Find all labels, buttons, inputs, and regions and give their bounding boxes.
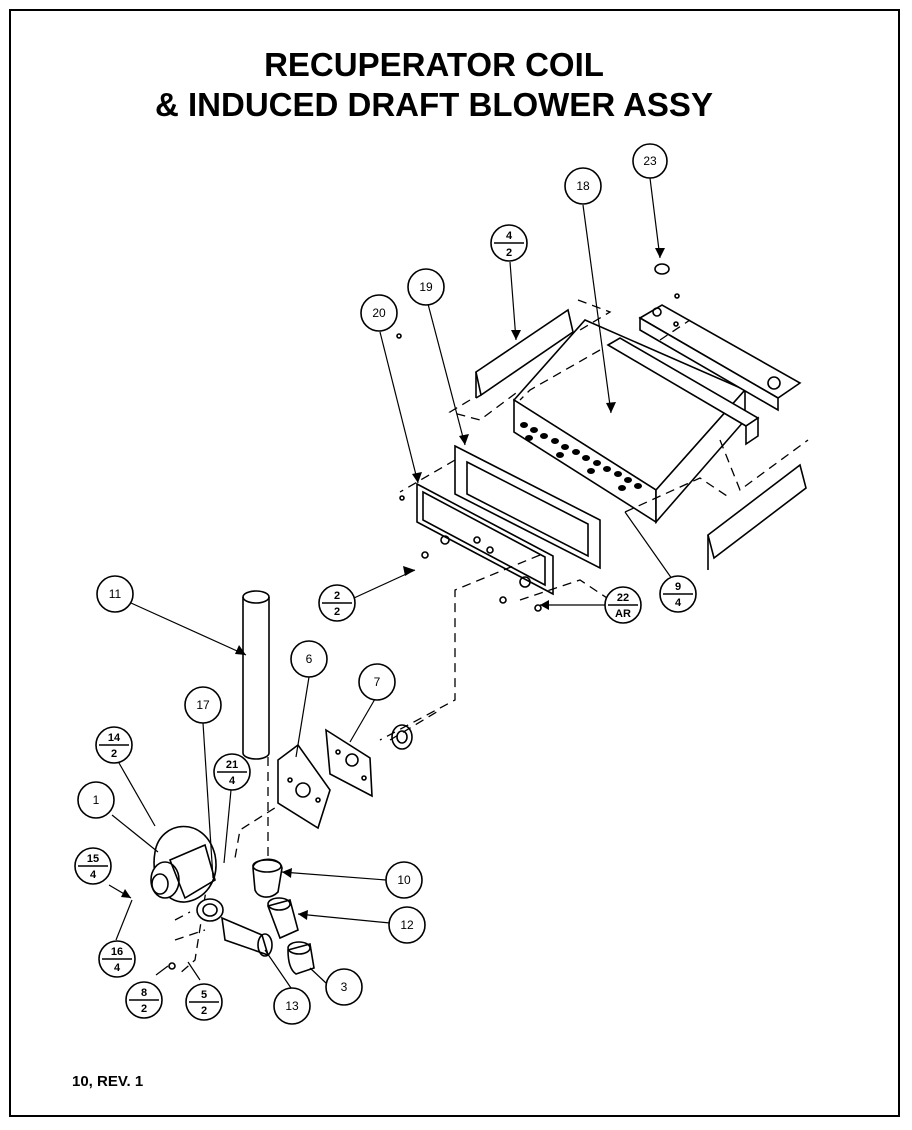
callout-3: 3 [325,968,363,1006]
svg-text:4: 4 [506,230,513,242]
svg-text:4: 4 [675,597,682,609]
bracket-right [707,463,807,570]
svg-text:1: 1 [93,793,100,807]
title-line-2: & INDUCED DRAFT BLOWER ASSY [155,86,713,123]
vent-pipe-11 [242,590,270,760]
callout-10: 10 [385,861,423,899]
svg-text:AR: AR [615,608,631,620]
elbow-3 [287,941,315,975]
callout-20: 20 [360,294,398,332]
svg-text:2: 2 [111,748,117,760]
svg-text:13: 13 [285,999,299,1013]
svg-text:2: 2 [506,247,512,259]
callout-9-4: 94 [659,575,697,613]
tube-12 [266,897,299,940]
callout-14-2: 142 [95,726,133,764]
gasket-6 [277,743,331,830]
svg-text:8: 8 [141,987,147,999]
callout-16-4: 164 [98,940,136,978]
svg-text:10: 10 [397,873,411,887]
svg-text:11: 11 [109,587,122,601]
hose-13 [221,916,273,957]
callout-5-2: 52 [185,983,223,1021]
svg-text:21: 21 [226,759,238,771]
callout-21-4: 214 [213,753,251,791]
svg-text:22: 22 [617,592,629,604]
callout-2-2: 22 [318,584,356,622]
svg-text:4: 4 [90,869,97,881]
gasket-19 [454,444,601,570]
bracket-4 [475,308,574,399]
callout-7: 7 [358,663,396,701]
callout-6: 6 [290,640,328,678]
svg-text:23: 23 [643,154,657,168]
svg-text:9: 9 [675,581,681,593]
svg-text:16: 16 [111,946,123,958]
svg-text:4: 4 [229,775,236,787]
callout-13: 13 [273,987,311,1025]
callout-11: 11 [96,575,134,613]
svg-text:4: 4 [114,962,121,974]
cap-10 [252,858,283,898]
svg-text:14: 14 [108,732,121,744]
svg-text:2: 2 [334,590,340,602]
recuperator-coil-box [512,319,747,525]
callout-18: 18 [564,167,602,205]
svg-text:18: 18 [576,179,590,193]
revision-label: 10, REV. 1 [72,1073,144,1090]
grommet-23 [654,263,670,275]
svg-text:19: 19 [419,280,433,294]
svg-text:12: 12 [400,918,414,932]
callout-19: 19 [407,268,445,306]
screws [168,293,680,970]
plate-7 [325,728,373,798]
callout-4-2: 42 [490,224,528,262]
fitting-ring [391,724,413,750]
svg-text:6: 6 [306,652,313,666]
svg-text:3: 3 [341,980,348,994]
svg-text:7: 7 [374,675,381,689]
callout-1: 1 [77,781,115,819]
drawing-border [9,9,900,1117]
top-header-tray [606,304,802,446]
svg-text:17: 17 [196,698,210,712]
svg-text:5: 5 [201,989,207,1001]
callout-8-2: 82 [125,981,163,1019]
callout-23: 23 [632,143,668,179]
svg-text:2: 2 [141,1003,147,1015]
svg-text:15: 15 [87,853,99,865]
front-plate-20 [416,482,554,596]
callout-17: 17 [184,686,222,724]
title-line-1: RECUPERATOR COIL [264,46,604,83]
callout-15-4: 154 [74,847,112,885]
svg-text:2: 2 [334,606,340,618]
svg-text:2: 2 [201,1005,207,1017]
callout-12: 12 [388,906,426,944]
blower-assembly-1 [150,825,224,922]
svg-text:20: 20 [372,306,386,320]
